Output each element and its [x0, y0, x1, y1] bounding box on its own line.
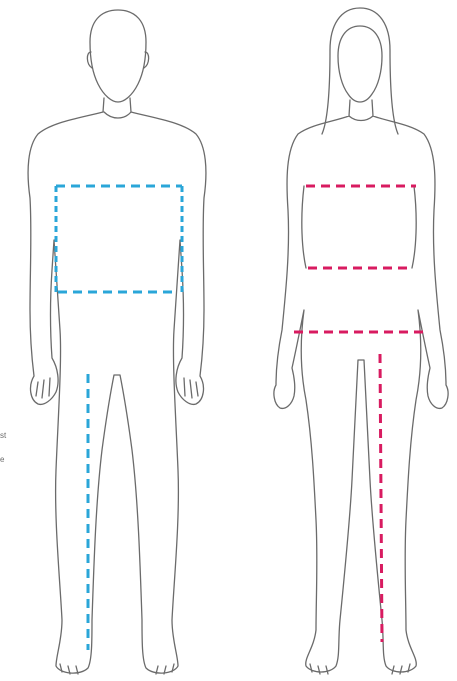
male-collar	[104, 112, 131, 118]
female-toes-left	[310, 664, 328, 674]
female-hair	[322, 8, 398, 134]
male-figure	[28, 10, 206, 674]
male-body-outline	[28, 98, 206, 673]
female-inseam-guide	[380, 354, 382, 642]
male-hand-left	[36, 378, 50, 398]
female-waist-curve-right	[412, 186, 416, 268]
female-head	[338, 26, 382, 102]
female-waist-curve-left	[302, 186, 306, 268]
male-head	[90, 10, 146, 102]
female-toes-right	[392, 664, 410, 674]
male-hand-right	[184, 378, 198, 398]
cropped-fragment-2: e	[0, 448, 6, 472]
cropped-label-fragments: st e	[0, 424, 6, 472]
female-neckline	[349, 116, 373, 121]
cropped-fragment-1: st	[0, 424, 6, 448]
female-figure	[274, 8, 448, 674]
female-body-outline	[274, 100, 448, 672]
